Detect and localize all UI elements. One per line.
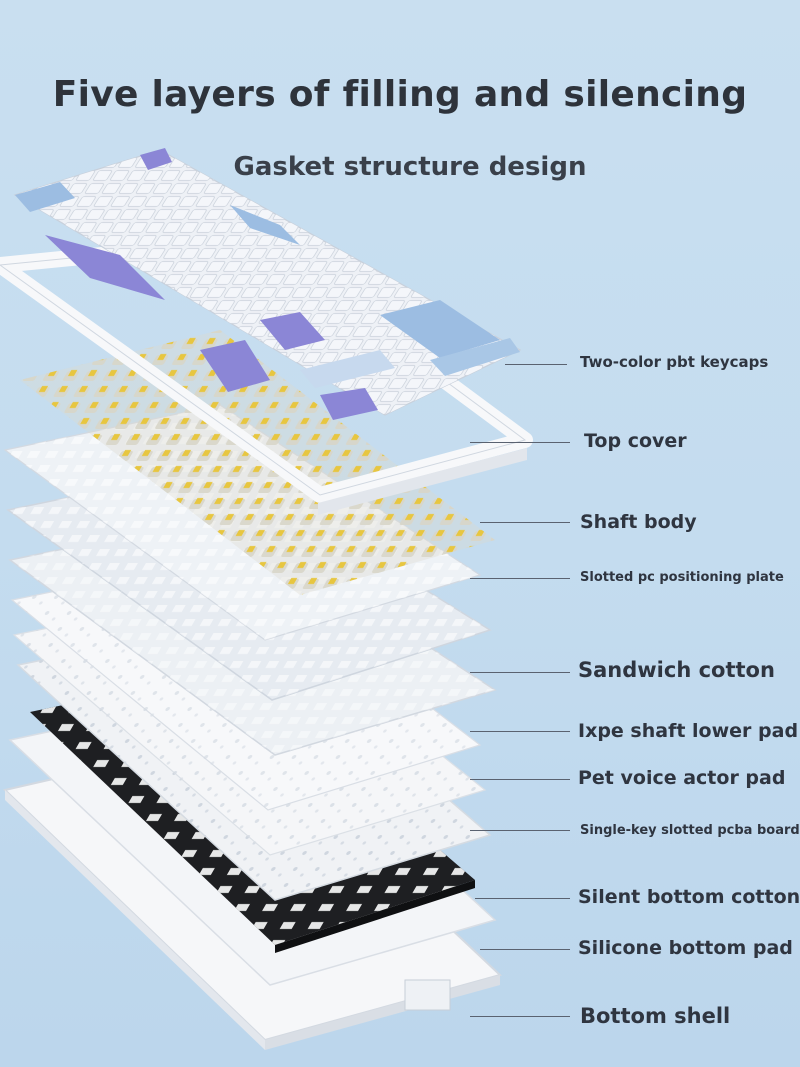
shaft-body-layer: [20, 330, 495, 595]
label-slotted-pc-positioning-plate: Slotted pc positioning plate: [580, 570, 784, 585]
label-ixpe-shaft-lower-pad: Ixpe shaft lower pad: [578, 720, 799, 742]
label-two-color-pbt-keycaps: Two-color pbt keycaps: [580, 353, 769, 371]
label-pet-voice-actor-pad: Pet voice actor pad: [578, 767, 786, 789]
callout-line-top-cover: [470, 442, 570, 443]
keycaps-layer: [13, 148, 522, 420]
callout-line-silent-cotton: [475, 898, 570, 899]
label-shaft-body: Shaft body: [580, 511, 697, 533]
label-single-key-slotted-pcba-board: Single-key slotted pcba board: [580, 823, 800, 838]
label-silicone-bottom-pad: Silicone bottom pad: [578, 937, 793, 959]
page-title: Five layers of filling and silencing: [52, 74, 748, 115]
callout-line-silicone-pad: [480, 949, 570, 950]
callout-line-pc-plate: [470, 578, 570, 579]
callout-line-pcba-board: [470, 830, 570, 831]
label-top-cover: Top cover: [584, 430, 687, 452]
callout-line-shaft-body: [480, 522, 570, 523]
label-silent-bottom-cotton: Silent bottom cotton: [578, 886, 800, 908]
callout-line-sandwich-cotton: [470, 672, 570, 673]
callout-line-pet-pad: [470, 779, 570, 780]
callout-line-bottom-shell: [470, 1016, 570, 1017]
page-subtitle: Gasket structure design: [233, 152, 587, 182]
label-sandwich-cotton: Sandwich cotton: [578, 658, 775, 682]
callout-line-ixpe-pad: [470, 731, 570, 732]
callout-line-keycaps: [505, 364, 567, 365]
label-bottom-shell: Bottom shell: [580, 1004, 731, 1028]
